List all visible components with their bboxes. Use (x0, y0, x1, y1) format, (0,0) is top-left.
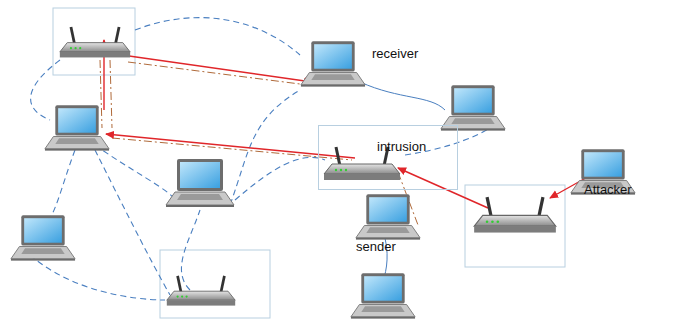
router-icon (167, 276, 235, 306)
device-label: receiver (372, 47, 418, 61)
attack-path (104, 40, 600, 208)
laptop-icon (11, 215, 75, 260)
laptop-icon (356, 194, 420, 239)
wireless-links (30, 18, 490, 300)
device-label: sender (356, 240, 396, 254)
device-frame: intrusion (318, 125, 458, 190)
router-frames (53, 8, 565, 318)
laptop-icon (301, 41, 365, 86)
laptop-icon (351, 273, 415, 318)
device-label: Attacker (584, 183, 632, 197)
laptop-icon (45, 105, 109, 150)
router-icon (60, 27, 130, 58)
router-icon (474, 197, 556, 232)
laptop-icon (166, 159, 234, 207)
laptop-icon (441, 85, 505, 130)
device-label: intrusion (377, 140, 426, 154)
